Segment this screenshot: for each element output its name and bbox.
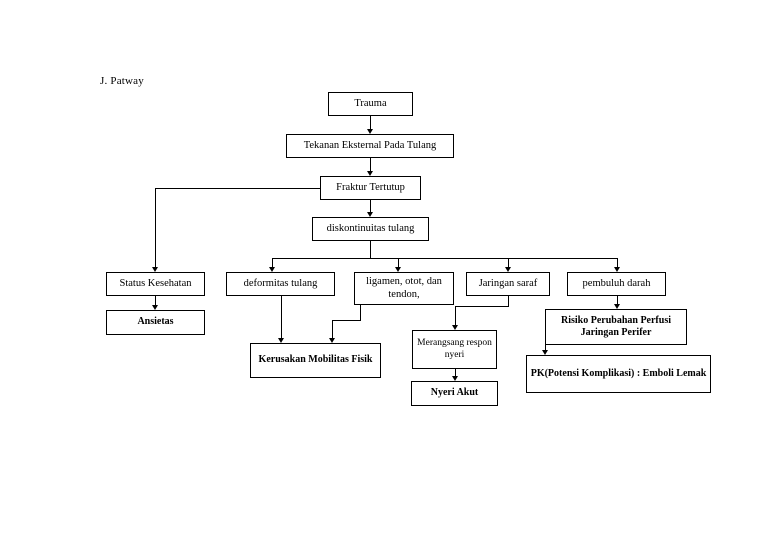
node-label: Nyeri Akut [430, 387, 479, 399]
connector-diskontinuitas-bus-v [370, 241, 371, 258]
node-label: Kerusakan Mobilitas Fisik [258, 354, 373, 366]
node-label: Risiko Perubahan Perfusi Jaringan Perife… [560, 314, 671, 338]
arrowhead-ansietas [152, 305, 158, 310]
node-label: Merangsang respon nyeri [417, 337, 492, 360]
connector-bus-ligamen [398, 258, 399, 267]
node-label: Tekanan Eksternal Pada Tulang [303, 139, 437, 151]
node-label: ligamen, otot, dan tendon, [366, 275, 442, 300]
connector-bus-deformitas [272, 258, 273, 267]
connector-ligamen-kerusakan-v1 [360, 305, 361, 320]
connector-jaringan-merangsang-h [455, 306, 509, 307]
connector-bus-jaringan-saraf [508, 258, 509, 267]
node-risiko-perubahan-perfusi: Risiko Perubahan Perfusi Jaringan Perife… [545, 309, 687, 345]
connector-jaringan-merangsang-v2 [455, 306, 456, 325]
node-tekanan-eksternal: Tekanan Eksternal Pada Tulang [286, 134, 454, 158]
connector-deformitas-kerusakan [281, 296, 282, 338]
node-label: Status Kesehatan [119, 277, 192, 289]
node-label: PK(Potensi Komplikasi) : Emboli Lemak [530, 367, 707, 379]
arrowhead-deformitas [268, 267, 275, 272]
arrowhead-ligamen [394, 267, 401, 272]
connector-trauma-tekanan [370, 116, 371, 129]
arrowhead-risiko [613, 304, 620, 309]
node-label: pembuluh darah [582, 277, 651, 289]
arrowhead-kerusakan-left [277, 338, 284, 343]
node-kerusakan-mobilitas-fisik: Kerusakan Mobilitas Fisik [250, 343, 381, 378]
connector-tekanan-fraktur [370, 158, 371, 171]
node-diskontinuitas-tulang: diskontinuitas tulang [312, 217, 429, 241]
arrowhead-tekanan [366, 129, 373, 134]
connector-pembuluh-risiko [617, 296, 618, 304]
arrowhead-kerusakan-right [328, 338, 335, 343]
arrowhead-jaringan-saraf [504, 267, 511, 272]
arrowhead-pembuluh-darah [613, 267, 620, 272]
connector-merangsang-nyeri [455, 369, 456, 376]
arrowhead-fraktur [366, 171, 373, 176]
connector-ligamen-kerusakan-h [332, 320, 361, 321]
arrowhead-nyeri-akut [451, 376, 458, 381]
node-status-kesehatan: Status Kesehatan [106, 272, 205, 296]
node-nyeri-akut: Nyeri Akut [411, 381, 498, 406]
connector-fraktur-diskontinuitas [370, 200, 371, 212]
node-label: Ansietas [137, 316, 174, 328]
node-label: deformitas tulang [243, 277, 318, 289]
node-ligamen-otot-tendon: ligamen, otot, dan tendon, [354, 272, 454, 305]
node-jaringan-saraf: Jaringan saraf [466, 272, 550, 296]
node-label: diskontinuitas tulang [326, 222, 415, 234]
node-trauma: Trauma [328, 92, 413, 116]
node-label: Jaringan saraf [478, 277, 538, 289]
arrowhead-status-kesehatan [152, 267, 158, 272]
node-merangsang-respon-nyeri: Merangsang respon nyeri [412, 330, 497, 369]
node-pembuluh-darah: pembuluh darah [567, 272, 666, 296]
connector-risiko-pk-v [545, 345, 546, 350]
node-deformitas-tulang: deformitas tulang [226, 272, 335, 296]
connector-status-ansietas [155, 296, 156, 305]
connector-jaringan-merangsang-v1 [508, 296, 509, 306]
arrowhead-diskontinuitas [366, 212, 373, 217]
connector-bus-pembuluh-darah [617, 258, 618, 267]
connector-fraktur-status-h [155, 188, 321, 189]
connector-distribution-bus [272, 258, 617, 259]
node-ansietas: Ansietas [106, 310, 205, 335]
connector-fraktur-status-v [155, 188, 156, 267]
node-fraktur-tertutup: Fraktur Tertutup [320, 176, 421, 200]
arrowhead-merangsang [451, 325, 458, 330]
node-label: Fraktur Tertutup [336, 181, 405, 193]
node-label: Trauma [354, 97, 387, 109]
connector-ligamen-kerusakan-v2 [332, 320, 333, 338]
page-heading: J. Patway [100, 75, 144, 87]
node-pk-emboli-lemak: PK(Potensi Komplikasi) : Emboli Lemak [526, 355, 711, 393]
arrowhead-pk [541, 350, 548, 355]
